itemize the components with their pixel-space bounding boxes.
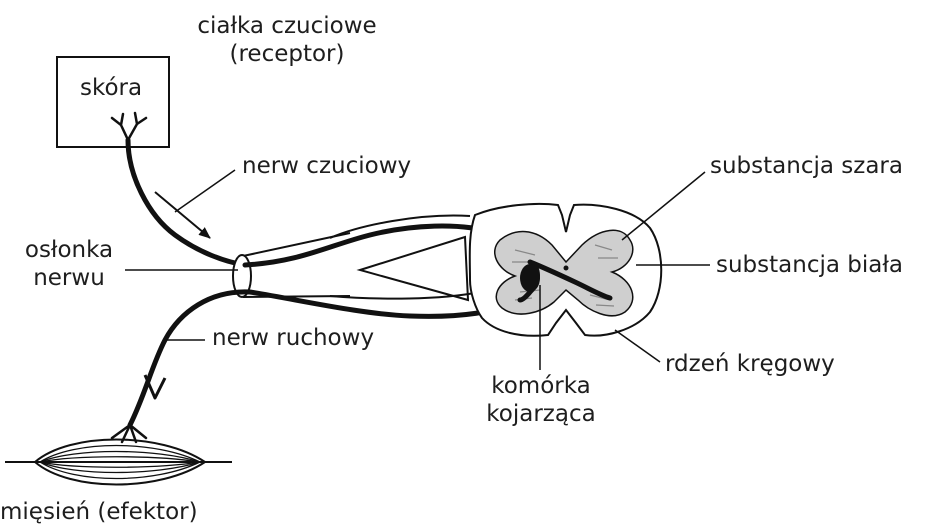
leader-spinal-cord: [615, 330, 660, 362]
sheath-label-line1: osłonka: [8, 236, 130, 264]
white-matter-label: substancja biała: [716, 251, 903, 279]
receptor-endings: [112, 113, 146, 140]
leader-gray-matter: [622, 172, 705, 240]
sensory-nerve-fiber: [128, 140, 245, 265]
motor-nerve-fiber: [130, 292, 250, 425]
muscle: [5, 440, 232, 485]
receptor-label-line2: (receptor): [172, 40, 402, 68]
gray-matter-label: substancja szara: [710, 152, 903, 180]
interneuron-label-line2: kojarząca: [466, 400, 616, 428]
muscle-label: mięsień (efektor): [0, 498, 198, 526]
motor-nerve-label: nerw ruchowy: [212, 324, 374, 352]
receptor-label-line1: ciałka czuciowe: [172, 12, 402, 40]
interneuron-label-line1: komórka: [466, 372, 616, 400]
interneuron-body: [520, 264, 540, 292]
receptor-label: ciałka czuciowe (receptor): [172, 12, 402, 68]
sheath-label-line2: nerwu: [8, 264, 130, 292]
sensory-direction-arrow: [155, 192, 210, 238]
sensory-nerve-label: nerw czuciowy: [242, 152, 411, 180]
skin-box: [57, 57, 169, 147]
skin-label: skóra: [80, 74, 142, 102]
sheath-label: osłonka nerwu: [8, 236, 130, 292]
spinal-cord-label: rdzeń kręgowy: [665, 350, 835, 378]
interneuron-label: komórka kojarząca: [466, 372, 616, 428]
central-canal: [564, 266, 569, 271]
leader-sensory-nerve: [175, 170, 235, 212]
root-gap: [360, 237, 468, 300]
